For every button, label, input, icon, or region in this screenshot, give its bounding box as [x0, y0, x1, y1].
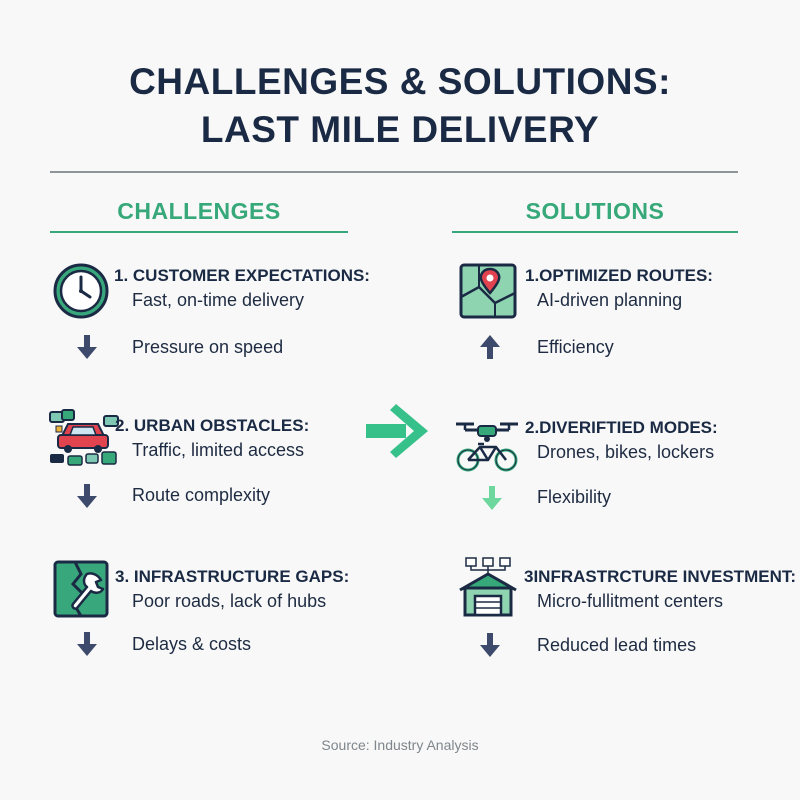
- map-pin-icon: [459, 263, 517, 319]
- traffic-icon: [48, 408, 120, 470]
- challenge-3-title: 3. INFRASTRUCTURE GAPS:: [115, 567, 350, 586]
- challenge-3-desc: Poor roads, lack of hubs: [132, 591, 327, 611]
- warehouse-icon: [458, 556, 518, 618]
- broken-road-icon: [53, 560, 109, 618]
- solution-2-desc: Drones, bikes, lockers: [537, 442, 715, 462]
- page-title: CHALLENGES & SOLUTIONS: LAST MILE DELIVE…: [0, 58, 800, 154]
- down-arrow-icon: [77, 335, 97, 361]
- challenge-2-effect: Route complexity: [132, 485, 271, 505]
- down-arrow-icon: [77, 632, 97, 658]
- solution-1-title: 1.OPTIMIZED ROUTES:: [525, 266, 713, 285]
- right-arrow-icon: [366, 402, 430, 460]
- challenges-underline: [50, 231, 348, 233]
- solutions-heading: SOLUTIONS: [525, 198, 665, 224]
- challenge-2-title: 2. URBAN OBSTACLES:: [115, 416, 310, 435]
- solution-2-effect: Flexibility: [537, 487, 612, 507]
- challenge-1-desc: Fast, on-time delivery: [132, 290, 305, 310]
- down-arrow-icon: [482, 486, 502, 512]
- title-line-1: CHALLENGES & SOLUTIONS:: [129, 61, 671, 102]
- challenge-3-effect: Delays & costs: [132, 634, 252, 654]
- down-arrow-icon: [77, 484, 97, 510]
- solution-1-desc: AI-driven planning: [537, 290, 683, 310]
- challenge-1-effect: Pressure on speed: [132, 337, 284, 357]
- solution-3-effect: Reduced lead times: [537, 635, 697, 655]
- solution-2-title: 2.DIVERIFTIED MODES:: [525, 418, 718, 437]
- solutions-underline: [452, 231, 738, 233]
- drone-bike-icon: [454, 414, 520, 474]
- clock-icon: [52, 262, 110, 320]
- challenges-heading: CHALLENGES: [117, 198, 281, 224]
- challenge-1-title: 1. CUSTOMER EXPECTATIONS:: [114, 266, 370, 285]
- solution-3-desc: Micro-fullitment centers: [537, 591, 724, 611]
- source-note: Source: Industry Analysis: [321, 737, 479, 753]
- challenge-2-desc: Traffic, limited access: [132, 440, 305, 460]
- up-arrow-icon: [480, 335, 500, 361]
- title-divider: [50, 171, 738, 173]
- down-arrow-icon: [480, 633, 500, 659]
- solution-1-effect: Efficiency: [537, 337, 614, 357]
- solution-3-title: 3INFRASTRCTURE INVESTMENT:: [524, 567, 797, 586]
- title-line-2: LAST MILE DELIVERY: [200, 109, 600, 150]
